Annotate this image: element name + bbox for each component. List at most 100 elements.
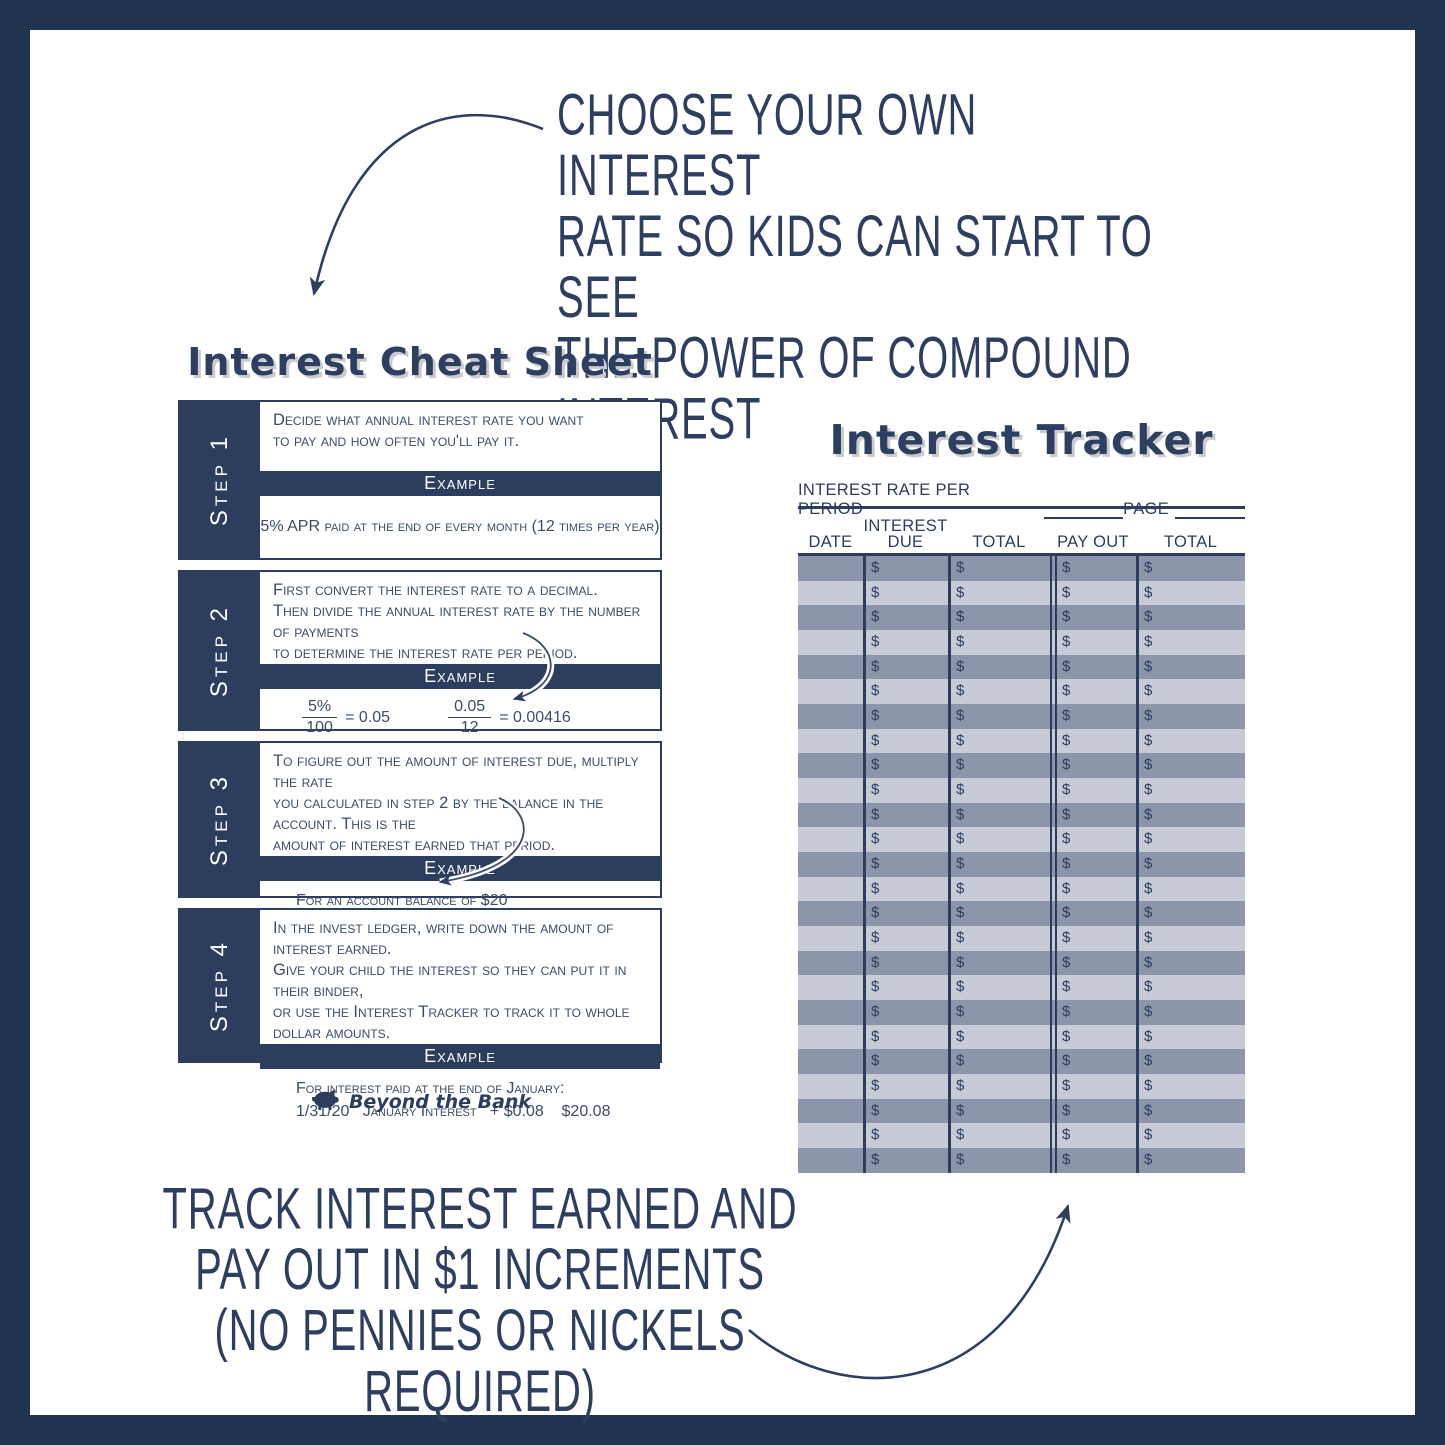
tracker-row: $$$$ bbox=[798, 654, 1245, 680]
tracker-amount-cell: $ bbox=[863, 901, 948, 927]
tracker-amount-cell: $ bbox=[1050, 1049, 1136, 1075]
tracker-date-cell bbox=[798, 951, 863, 976]
tracker-amount-cell: $ bbox=[1050, 926, 1136, 951]
tracker-row: $$$$ bbox=[798, 827, 1245, 853]
step-4-example-band: Example bbox=[260, 1044, 660, 1069]
tracker-row: $$$$ bbox=[798, 802, 1245, 828]
tracker-amount-cell: $ bbox=[1136, 1148, 1245, 1173]
tracker-date-cell bbox=[798, 630, 863, 655]
tracker-date-cell bbox=[798, 655, 863, 680]
tracker-amount-cell: $ bbox=[1136, 975, 1245, 1001]
brand-logo-text: Beyond the Bank bbox=[348, 1090, 532, 1113]
tracker-amount-cell: $ bbox=[1136, 704, 1245, 729]
tracker-amount-cell: $ bbox=[863, 827, 948, 853]
step-2-label: Step 2 bbox=[206, 603, 233, 698]
tracker-amount-cell: $ bbox=[1050, 654, 1136, 680]
tracker-date-cell bbox=[798, 852, 863, 877]
tracker-amount-cell: $ bbox=[863, 1000, 948, 1025]
step-4-example: For interest paid at the end of January:… bbox=[296, 1080, 611, 1120]
tracker-amount-cell: $ bbox=[1050, 901, 1136, 927]
cheat-sheet-title: Interest Cheat Sheet bbox=[187, 340, 653, 384]
tracker-title: Interest Tracker bbox=[829, 416, 1214, 464]
tracker-amount-cell: $ bbox=[1136, 580, 1245, 606]
tracker-amount-cell: $ bbox=[863, 1148, 948, 1173]
tracker-amount-cell: $ bbox=[1050, 630, 1136, 655]
tracker-amount-cell: $ bbox=[863, 1049, 948, 1075]
tracker-amount-cell: $ bbox=[1050, 1123, 1136, 1149]
step-3-description: To figure out the amount of interest due… bbox=[273, 752, 639, 854]
step-3-example-band: Example bbox=[260, 856, 660, 881]
tracker-row: $$$$ bbox=[798, 1049, 1245, 1075]
tracker-amount-cell: $ bbox=[948, 901, 1050, 927]
tracker-amount-cell: $ bbox=[1136, 802, 1245, 828]
step-2-example-band: Example bbox=[260, 664, 660, 689]
tracker-amount-cell: $ bbox=[948, 728, 1050, 754]
tracker-amount-cell: $ bbox=[948, 926, 1050, 951]
tracker-amount-cell: $ bbox=[1136, 1123, 1245, 1149]
tracker-row: $$$$ bbox=[798, 679, 1245, 705]
page-blank bbox=[1175, 504, 1245, 519]
tracker-date-cell bbox=[798, 704, 863, 729]
tracker-date-cell bbox=[798, 1099, 863, 1124]
tracker-amount-cell: $ bbox=[948, 876, 1050, 902]
tracker-amount-cell: $ bbox=[948, 556, 1050, 581]
fraction-2: 0.05 12 = 0.00416 bbox=[448, 698, 571, 737]
tracker-date-cell bbox=[798, 1025, 863, 1050]
step-2-box: Step 2 First convert the interest rate t… bbox=[178, 570, 662, 736]
tracker-amount-cell: $ bbox=[863, 630, 948, 655]
tracker-amount-cell: $ bbox=[1136, 1074, 1245, 1099]
tracker-amount-cell: $ bbox=[863, 1123, 948, 1149]
tracker-amount-cell: $ bbox=[948, 852, 1050, 877]
rate-per-period-blank bbox=[1043, 504, 1124, 519]
tracker-date-cell bbox=[798, 753, 863, 778]
tracker-meta-row: INTEREST RATE PER PERIOD PAGE bbox=[798, 481, 1245, 519]
step-4-sidebar: Step 4 bbox=[180, 910, 260, 1061]
tracker-row: $$$$ bbox=[798, 630, 1245, 655]
tracker-table-body: $$$$$$$$$$$$$$$$$$$$$$$$$$$$$$$$$$$$$$$$… bbox=[798, 553, 1245, 1173]
fraction-2-denominator: 12 bbox=[460, 719, 479, 736]
step-3-box: Step 3 To figure out the amount of inter… bbox=[178, 741, 662, 932]
tracker-amount-cell: $ bbox=[863, 753, 948, 779]
fraction-2-result: = 0.00416 bbox=[499, 708, 571, 726]
tracker-amount-cell: $ bbox=[948, 1049, 1050, 1075]
tracker-amount-cell: $ bbox=[1136, 926, 1245, 951]
tracker-row: $$$$ bbox=[798, 901, 1245, 927]
tracker-amount-cell: $ bbox=[1136, 852, 1245, 877]
tracker-amount-cell: $ bbox=[948, 1098, 1050, 1124]
tracker-column-header-2: INTEREST DUE bbox=[863, 517, 948, 551]
tracker-amount-cell: $ bbox=[1136, 950, 1245, 976]
tracker-amount-cell: $ bbox=[1136, 901, 1245, 927]
tracker-amount-cell: $ bbox=[948, 950, 1050, 976]
tracker-amount-cell: $ bbox=[1136, 1049, 1245, 1075]
tracker-row: $$$$ bbox=[798, 1123, 1245, 1149]
fraction-1: 5% 100 = 0.05 bbox=[302, 698, 390, 737]
tracker-amount-cell: $ bbox=[1050, 1074, 1136, 1099]
tracker-amount-cell: $ bbox=[863, 605, 948, 631]
tracker-amount-cell: $ bbox=[863, 704, 948, 729]
tracker-amount-cell: $ bbox=[1136, 556, 1245, 581]
tracker-amount-cell: $ bbox=[863, 1098, 948, 1124]
tracker-amount-cell: $ bbox=[1050, 605, 1136, 631]
tracker-amount-cell: $ bbox=[1136, 728, 1245, 754]
tracker-date-cell bbox=[798, 679, 863, 704]
tracker-amount-cell: $ bbox=[1050, 975, 1136, 1001]
tracker-amount-cell: $ bbox=[1050, 753, 1136, 779]
tracker-amount-cell: $ bbox=[863, 679, 948, 705]
tracker-date-cell bbox=[798, 803, 863, 828]
tracker-date-cell bbox=[798, 877, 863, 902]
tracker-amount-cell: $ bbox=[1050, 827, 1136, 853]
tracker-amount-cell: $ bbox=[1136, 753, 1245, 779]
tracker-column-header-3: TOTAL bbox=[972, 533, 1026, 551]
tracker-amount-cell: $ bbox=[948, 704, 1050, 729]
tracker-amount-cell: $ bbox=[948, 753, 1050, 779]
tracker-amount-cell: $ bbox=[948, 654, 1050, 680]
tracker-date-cell bbox=[798, 556, 863, 581]
step-1-example-band: Example bbox=[260, 471, 660, 496]
tracker-column-header-5: TOTAL bbox=[1163, 533, 1218, 551]
tracker-row: $$$$ bbox=[798, 728, 1245, 754]
tracker-amount-cell: $ bbox=[948, 679, 1050, 705]
tracker-amount-cell: $ bbox=[948, 1123, 1050, 1149]
tracker-amount-cell: $ bbox=[1136, 1098, 1245, 1124]
tracker-amount-cell: $ bbox=[1050, 728, 1136, 754]
